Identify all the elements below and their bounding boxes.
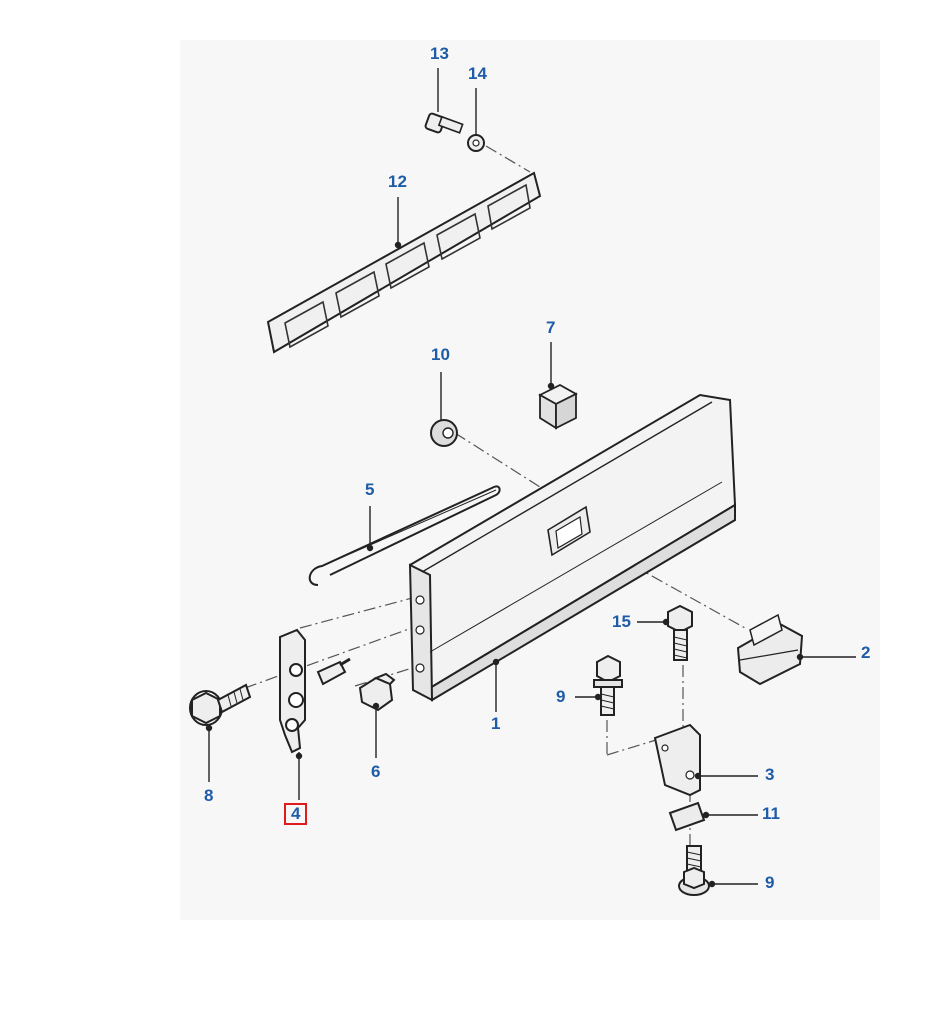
callout-2: 2	[861, 643, 871, 662]
rod-part-5	[308, 485, 501, 586]
callout-11: 11	[762, 804, 780, 823]
callout-8: 8	[204, 786, 214, 805]
callout-9-lower: 9	[765, 873, 775, 892]
gasket-part-12	[266, 171, 542, 354]
callout-3: 3	[765, 765, 775, 784]
callout-9-upper: 9	[556, 687, 566, 706]
striker-part-6	[358, 672, 396, 712]
callout-12: 12	[388, 172, 407, 191]
latch-part-2	[736, 613, 804, 686]
bumper-part-7	[538, 383, 578, 430]
washer-part-14	[467, 134, 485, 152]
bolt-part-15	[667, 604, 693, 661]
bolt-part-13	[424, 112, 464, 134]
bracket-part-3	[653, 723, 701, 797]
bolt-part-9-lower	[678, 845, 710, 896]
leader-lines	[205, 68, 856, 888]
bolt-part-9-upper	[593, 654, 623, 716]
callout-10: 10	[431, 345, 450, 364]
lock-bracket-part-4	[279, 628, 351, 754]
grommet-part-10	[430, 419, 458, 447]
assembly-lines	[244, 145, 746, 845]
callout-15: 15	[612, 612, 631, 631]
callout-13: 13	[430, 44, 449, 63]
callout-5: 5	[365, 480, 375, 499]
shim-part-11	[668, 801, 706, 832]
callout-1: 1	[491, 714, 501, 733]
tailgate-part-1	[408, 393, 737, 702]
callout-14: 14	[468, 64, 487, 83]
callout-6: 6	[371, 762, 381, 781]
bolt-part-8	[189, 683, 252, 726]
callout-4-highlighted: 4	[284, 803, 308, 825]
callout-7: 7	[546, 318, 556, 337]
